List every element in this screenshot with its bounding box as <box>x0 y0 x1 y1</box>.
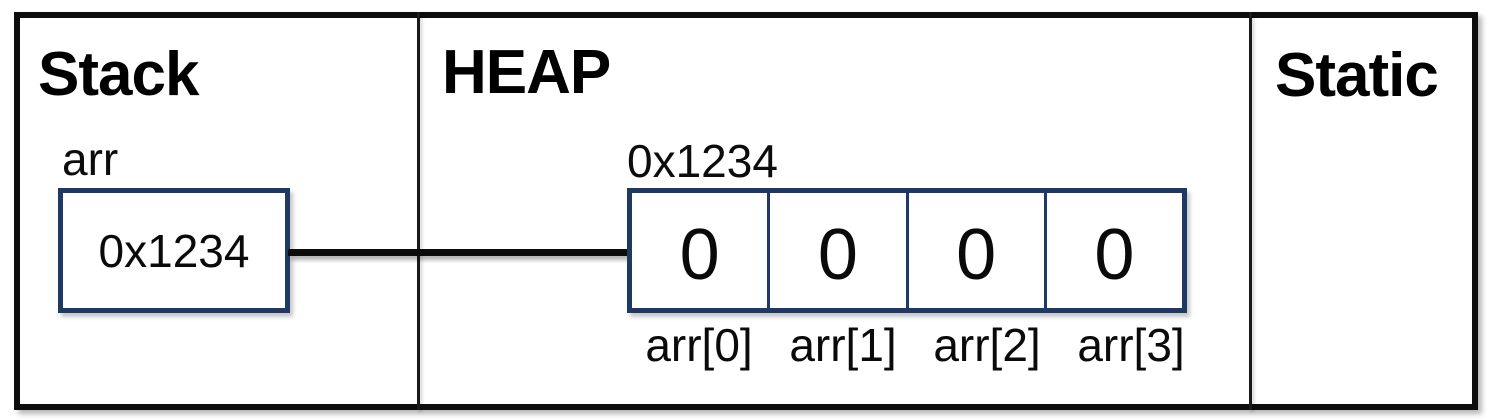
array-cell-1-value: 0 <box>817 214 858 295</box>
divider-stack-heap <box>417 12 420 410</box>
pointer-line <box>288 249 630 256</box>
heap-address-label: 0x1234 <box>627 135 778 187</box>
stack-variable-value: 0x1234 <box>98 224 250 277</box>
array-cell-3: 0 <box>1043 193 1182 308</box>
array-cell-0: 0 <box>632 193 767 308</box>
stack-variable-box: 0x1234 <box>58 188 290 313</box>
divider-heap-static <box>1249 12 1252 410</box>
array-cell-1: 0 <box>767 193 905 308</box>
heap-array: 0 0 0 0 <box>627 188 1187 313</box>
stack-variable-name: arr <box>62 133 119 185</box>
section-title-static: Static <box>1275 41 1439 110</box>
array-cell-0-value: 0 <box>679 214 720 295</box>
memory-frame <box>14 12 1478 410</box>
array-cell-1-label: arr[1] <box>789 319 897 371</box>
array-cell-2-value: 0 <box>956 214 997 295</box>
array-cell-2: 0 <box>905 193 1044 308</box>
section-title-stack: Stack <box>38 40 199 109</box>
array-cell-0-label: arr[0] <box>645 319 753 371</box>
array-cell-3-label: arr[3] <box>1077 319 1185 371</box>
array-cell-3-value: 0 <box>1094 214 1135 295</box>
array-cell-2-label: arr[2] <box>933 319 1041 371</box>
section-title-heap: HEAP <box>442 38 611 107</box>
array-index-labels: arr[0] arr[1] arr[2] arr[3] <box>627 322 1203 368</box>
